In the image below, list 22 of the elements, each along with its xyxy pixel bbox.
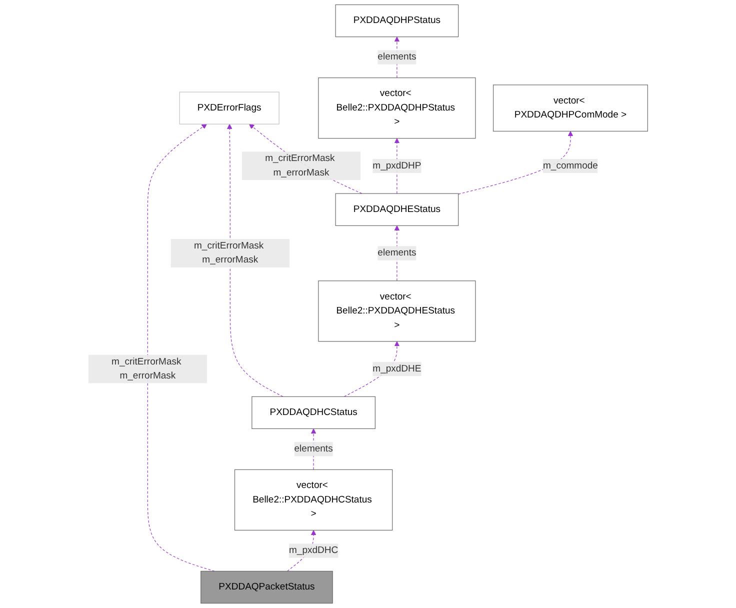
node-box: PXDDAQPacketStatus bbox=[200, 570, 333, 604]
node-box: PXDDAQDHCStatus bbox=[252, 396, 376, 429]
node-box: vector< PXDDAQDHPComMode > bbox=[493, 84, 648, 132]
edge-label: elements bbox=[294, 444, 333, 454]
edge-label: elements bbox=[378, 52, 416, 62]
node-box: vector< Belle2::PXDDAQDHEStatus > bbox=[318, 280, 476, 342]
edge-label: m_pxdDHP bbox=[372, 160, 422, 171]
node-box: PXDDAQDHPStatus bbox=[335, 4, 459, 38]
edge-label: m_critErrorMask m_errorMask bbox=[265, 153, 335, 178]
edge-label: m_pxdDHE bbox=[372, 364, 422, 374]
node-box: PXDErrorFlags bbox=[179, 92, 280, 124]
edge-label: m_pxdDHC bbox=[289, 545, 338, 556]
edge-label: elements bbox=[378, 248, 416, 258]
edge-label: m_critErrorMask m_errorMask bbox=[112, 356, 182, 381]
arrow bbox=[227, 124, 284, 397]
node-box: PXDDAQDHEStatus bbox=[335, 193, 459, 226]
node-box: vector< Belle2::PXDDAQDHPStatus > bbox=[318, 77, 476, 139]
edge-label: m_commode bbox=[543, 160, 598, 171]
edge-label: m_critErrorMask m_errorMask bbox=[194, 240, 264, 266]
arrow bbox=[458, 130, 574, 194]
arrow bbox=[147, 124, 215, 572]
node-box: vector< Belle2::PXDDAQDHCStatus > bbox=[234, 469, 393, 531]
